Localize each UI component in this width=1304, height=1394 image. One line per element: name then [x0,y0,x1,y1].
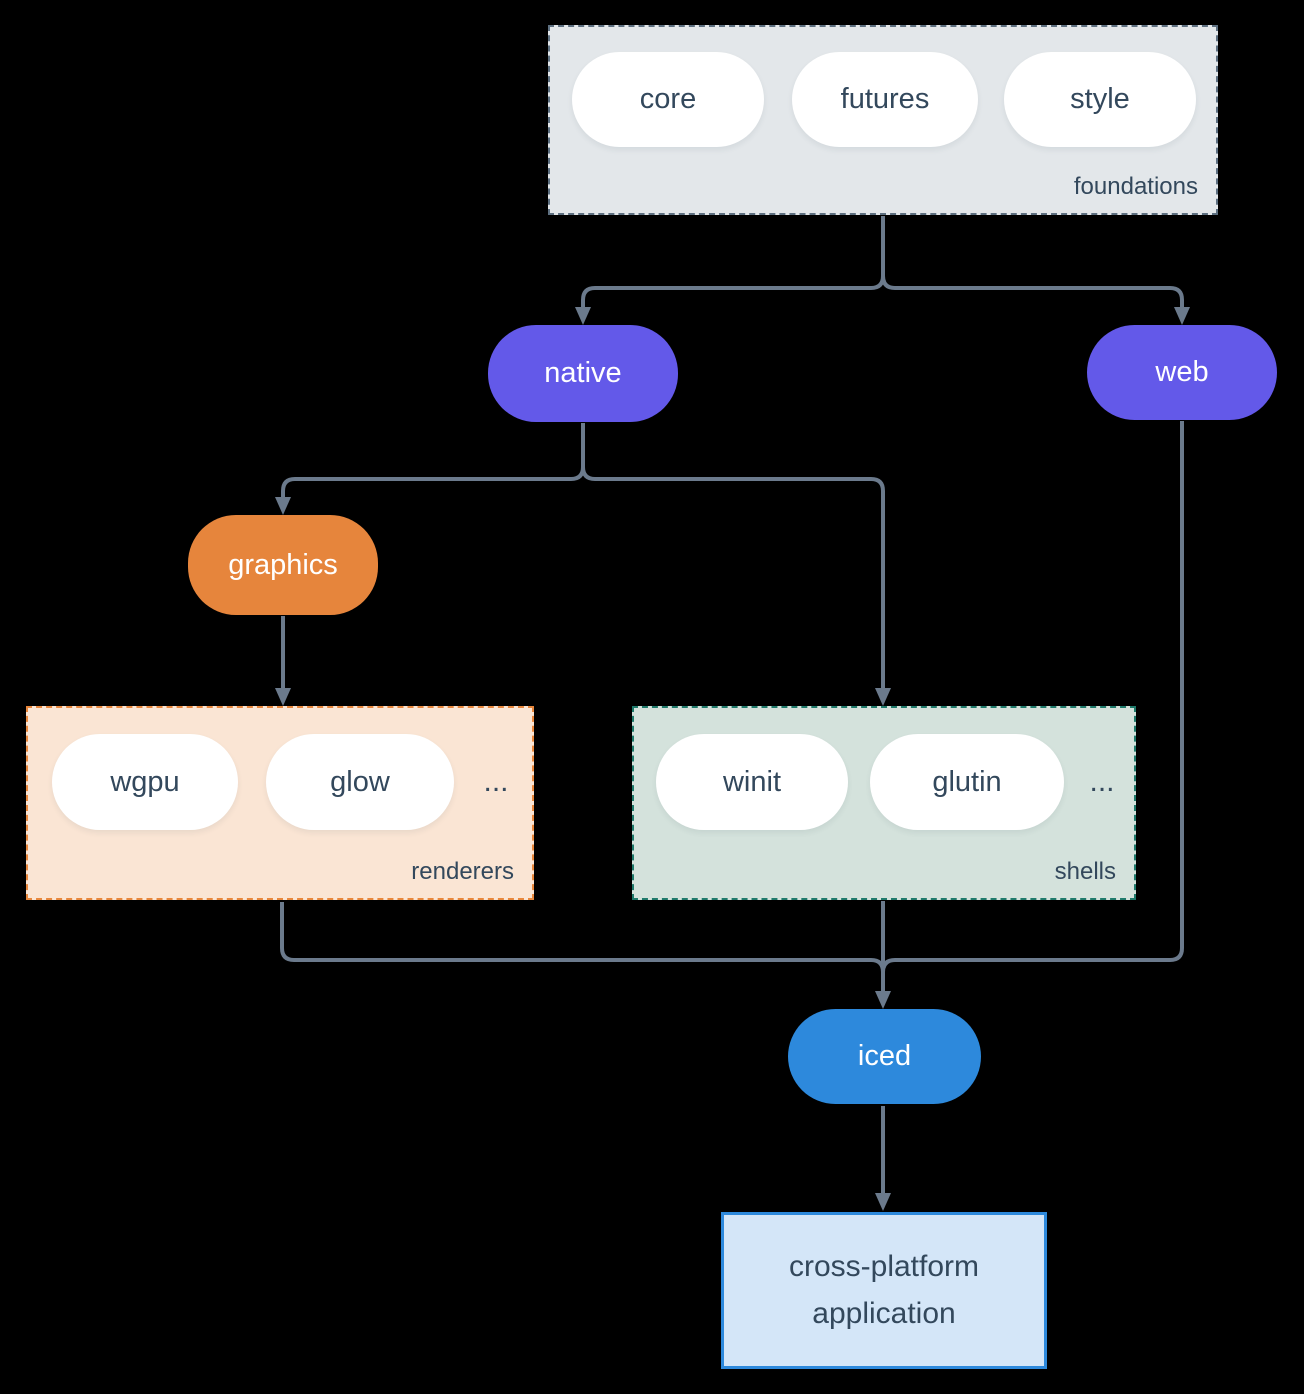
node-web: web [1087,325,1277,420]
node-graphics: graphics [188,515,378,615]
node-wgpu-label: wgpu [110,765,180,798]
edge-native-graphics [275,423,585,515]
edge-native-shells [581,423,891,706]
edge-renderers-merge [280,902,885,973]
application-label-line1: cross-platform [788,1250,980,1283]
node-glow: glow [266,734,454,830]
node-cross-platform-application: cross-platform application [721,1212,1047,1369]
foundations-group-label: foundations [1073,173,1198,200]
node-winit-label: winit [722,765,781,798]
foundations-group: core futures style foundations [548,25,1218,215]
renderers-ellipsis: ... [483,765,509,798]
application-label-line2: application [812,1296,956,1330]
node-futures: futures [792,52,978,147]
node-glutin: glutin [870,734,1064,830]
shells-group: winit glutin ... shells [632,706,1136,900]
node-graphics-label: graphics [228,548,338,581]
node-core: core [572,52,764,147]
node-iced-label: iced [857,1040,912,1072]
renderers-group-label: renderers [411,858,514,885]
shells-ellipsis: ... [1089,765,1115,798]
renderers-group: wgpu glow ... renderers [26,706,534,900]
edge-foundations-native [575,216,885,325]
edge-foundations-web [881,216,1190,325]
node-wgpu: wgpu [52,734,238,830]
node-native-label: native [544,357,622,389]
node-futures-label: futures [840,83,930,115]
node-style: style [1004,52,1196,147]
node-native: native [488,325,678,422]
node-glow-label: glow [330,765,390,798]
node-web-label: web [1155,356,1209,388]
node-core-label: core [639,83,697,115]
node-glutin-label: glutin [932,765,1002,798]
node-winit: winit [656,734,848,830]
node-style-label: style [1070,83,1130,115]
shells-group-label: shells [1054,858,1116,885]
node-iced: iced [788,1009,981,1104]
